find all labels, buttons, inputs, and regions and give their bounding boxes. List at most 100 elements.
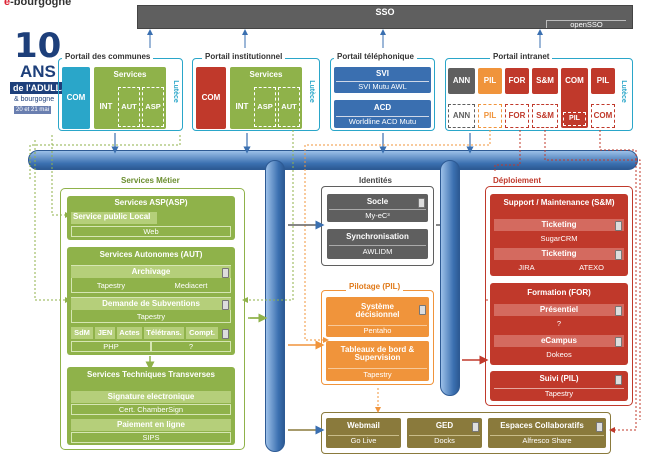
acd-sub: Worldline ACD Mutu: [336, 116, 429, 126]
tab-sub: Tapestry: [328, 368, 427, 379]
orange-links: [304, 130, 491, 413]
acd-box: [334, 100, 431, 128]
webmail-sub: Go Live: [328, 435, 399, 445]
svi-box: [334, 67, 431, 93]
aut-sdm[interactable]: SdM: [71, 327, 93, 339]
suivi-box: [490, 371, 628, 401]
acd-title[interactable]: ACD: [373, 102, 392, 112]
asp-sub: Web: [71, 226, 231, 237]
anniversary-logo: 10 ANS de l'ADULLA & bourgogne 20 et 21 …: [10, 26, 71, 126]
backbone-vertical-left: [265, 160, 285, 452]
sso-arrows: [147, 29, 543, 48]
aut-jen[interactable]: JEN: [95, 327, 115, 339]
for-p[interactable]: Présentiel: [494, 304, 624, 316]
aut-teletrans[interactable]: Télétrans.: [144, 327, 184, 339]
communes-aut[interactable]: AUT: [118, 87, 140, 127]
communes-com[interactable]: COM: [62, 67, 90, 129]
aut-compt[interactable]: Compt.: [186, 327, 218, 339]
intranet-ann[interactable]: ANN: [448, 68, 475, 94]
suivi-title[interactable]: Suivi (PIL): [539, 373, 579, 383]
sys-box: [326, 297, 429, 337]
aut-db-icon: [222, 329, 229, 339]
archivage-title[interactable]: Archivage: [71, 266, 231, 278]
sm-box: [490, 194, 628, 276]
archivage-sub-2: Mediacert: [174, 281, 208, 290]
intranet-pil2-b[interactable]: COM: [591, 104, 615, 128]
stt-pay[interactable]: Paiement en ligne: [71, 419, 231, 431]
asp-title[interactable]: Services ASP(ASP): [114, 197, 188, 207]
sso-sub: openSSO: [546, 20, 626, 29]
stt-sig-sub: Cert. ChamberSign: [71, 404, 231, 415]
inst-com[interactable]: COM: [196, 67, 226, 129]
communes-services[interactable]: Services: [113, 69, 147, 79]
stt-sig[interactable]: Signature electronique: [71, 391, 231, 403]
inst-int[interactable]: INT: [235, 101, 249, 111]
intranet-sm[interactable]: S&M: [532, 68, 558, 94]
backbone-horizontal: [28, 150, 638, 170]
sm-t1-sub: SugarCRM: [540, 233, 578, 243]
logo-line3: & bourgogne: [14, 96, 55, 103]
sso-title: SSO: [375, 7, 395, 17]
esp-db-icon: [596, 422, 603, 432]
intranet-pil[interactable]: PIL: [478, 68, 502, 94]
inst-services-box: [230, 67, 302, 129]
intranet-sm-b[interactable]: S&M: [532, 104, 558, 128]
intranet-for-b[interactable]: FOR: [505, 104, 529, 128]
intranet-com[interactable]: COM: [565, 75, 584, 85]
esp-sub: Alfresco Share: [490, 435, 604, 445]
demande-db-icon: [222, 300, 229, 310]
ged-title[interactable]: GED: [435, 420, 454, 430]
for-title[interactable]: Formation (FOR): [527, 287, 591, 297]
sm-t2-db-icon: [615, 250, 622, 260]
intranet-pil-b[interactable]: PIL: [478, 104, 502, 128]
inst-asp[interactable]: ASP: [254, 87, 276, 127]
tab-title[interactable]: Tableaux de bord & Supervision: [340, 344, 415, 362]
intranet-pil2[interactable]: PIL: [591, 68, 615, 94]
sys-db-icon: [419, 305, 426, 315]
communes-int[interactable]: INT: [99, 101, 113, 111]
archivage-box: [71, 265, 231, 293]
stt-title[interactable]: Services Techniques Transverses: [87, 369, 215, 379]
webmail-box: [326, 418, 401, 448]
ged-db-icon: [472, 422, 479, 432]
webmail-title[interactable]: Webmail: [347, 420, 380, 430]
sync-title[interactable]: Synchronisation: [346, 231, 409, 241]
inst-services[interactable]: Services: [249, 69, 283, 79]
sso-box: SSO openSSO: [137, 5, 633, 29]
sync-sub: AWLIDM: [329, 245, 426, 256]
deploiement-panel: [485, 186, 633, 406]
sm-t2-sub-1: JIRA: [518, 262, 535, 272]
brand-prefix: e: [4, 0, 11, 8]
aut-sub-php: PHP: [71, 341, 151, 352]
portal-intranet-title: Portail intranet: [490, 52, 553, 61]
green-links: [29, 130, 294, 303]
aut-title[interactable]: Services Autonomes (AUT): [99, 249, 203, 259]
aut-sub-q: ?: [151, 341, 231, 352]
demande-title[interactable]: Demande de Subventions: [71, 298, 231, 310]
svi-title[interactable]: SVI: [376, 68, 389, 78]
sys-title[interactable]: Système décisionnel: [355, 301, 400, 319]
asp-item[interactable]: Service public Local: [71, 212, 157, 224]
esp-title[interactable]: Espaces Collaboratifs: [500, 420, 584, 430]
socle-sub: My-eC³: [329, 209, 426, 220]
sm-t2[interactable]: Ticketing: [494, 248, 624, 260]
ged-sub: Docks: [409, 435, 480, 445]
for-e[interactable]: eCampus: [494, 335, 624, 347]
communes-asp[interactable]: ASP: [142, 87, 164, 127]
portal-backbone-links: [111, 133, 474, 154]
socle-box: [327, 194, 428, 222]
aut-actes[interactable]: Actes: [117, 327, 142, 339]
logo-line4: 20 et 21 mai: [14, 106, 52, 114]
metier-title: Services Métier: [118, 176, 183, 185]
sm-t1[interactable]: Ticketing: [494, 219, 624, 231]
inst-aut[interactable]: AUT: [278, 87, 300, 127]
sm-t1-db-icon: [615, 221, 622, 231]
socle-title[interactable]: Socle: [366, 196, 389, 206]
suivi-sub: Tapestry: [494, 388, 624, 398]
intranet-for[interactable]: FOR: [505, 68, 529, 94]
intranet-ann-b[interactable]: ANN: [448, 104, 475, 128]
sm-title[interactable]: Support / Maintenance (S&M): [503, 197, 615, 207]
demande-box: [71, 297, 231, 323]
brand-title: e-bourgogne: [4, 0, 71, 8]
intranet-com-b[interactable]: PIL: [563, 112, 586, 126]
